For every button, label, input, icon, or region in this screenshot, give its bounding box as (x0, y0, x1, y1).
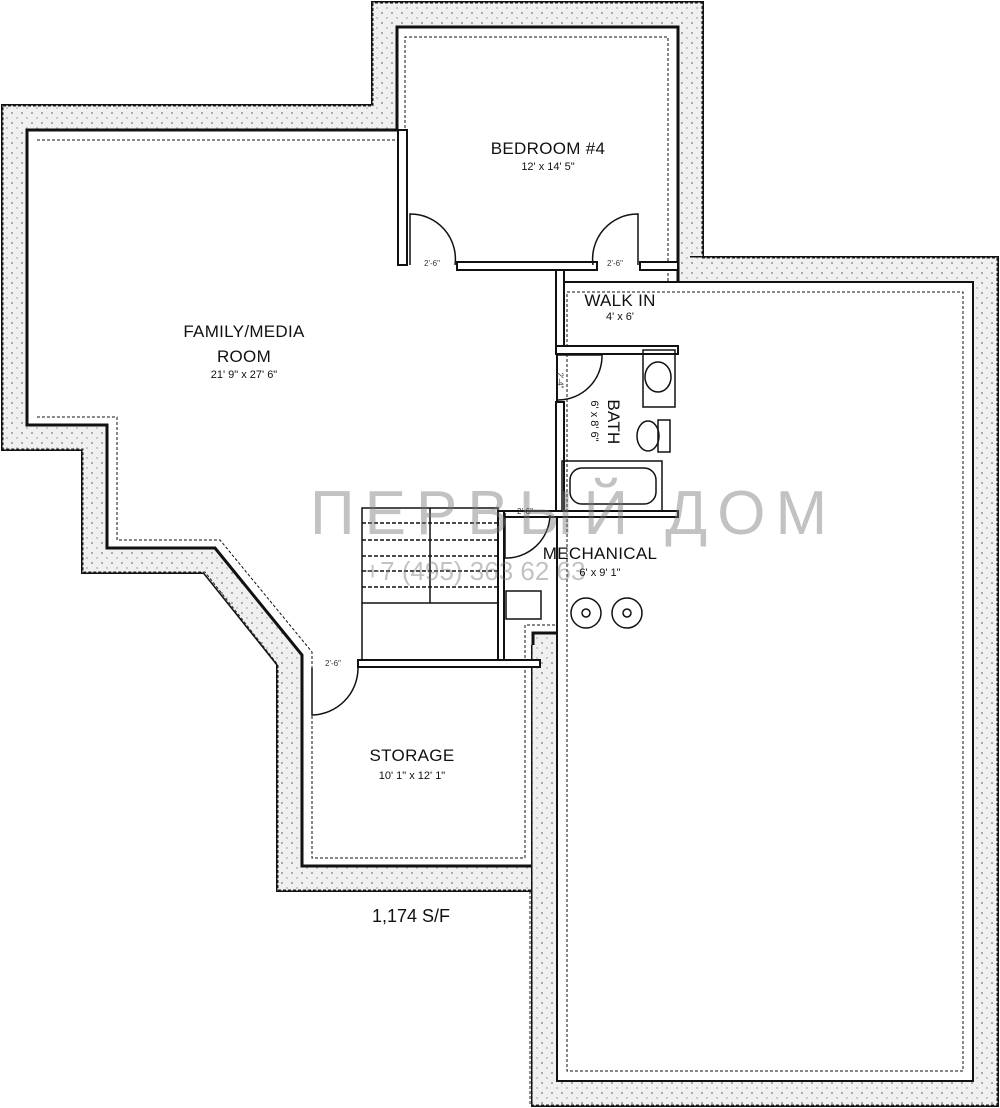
door-swings (311, 213, 639, 716)
sink-icon (644, 361, 672, 393)
room-size-bedroom: 12' x 14' 5" (521, 161, 575, 173)
furnace-icon (505, 590, 542, 620)
garage-foundation (529, 256, 999, 1107)
bathtub-icon (561, 460, 663, 512)
door-width-bath: 2'-4" (555, 372, 565, 389)
room-size-mechanical: 6' x 9' 1" (579, 567, 621, 579)
total-area: 1,174 S/F (371, 906, 451, 926)
door-width-walkin: 2'-6" (607, 259, 623, 268)
room-name-bedroom: BEDROOM #4 (490, 139, 606, 158)
room-name-walkin: WALK IN (584, 291, 656, 310)
mechanical-fixtures (505, 590, 643, 629)
room-size-bath: 6' x 8' 6" (588, 400, 600, 442)
door-width-storage: 2'-6" (325, 659, 341, 668)
room-name-bath: BATH (604, 399, 623, 445)
room-name-family: FAMILY/MEDIA (183, 322, 305, 341)
interior-walls (357, 129, 679, 668)
room-size-storage: 10' 1" x 12' 1" (378, 770, 446, 782)
door-width-mechanical: 2'-6" (517, 507, 533, 516)
room-name-storage: STORAGE (369, 746, 455, 765)
bath-fixtures (561, 349, 676, 512)
room-name-family-line2: ROOM (216, 347, 272, 366)
door-width-bedroom: 2'-6" (424, 259, 440, 268)
room-size-family: 21' 9" x 27' 6" (210, 369, 278, 381)
room-size-walkin: 4' x 6' (605, 311, 635, 323)
stairs (361, 507, 499, 661)
foundation-wall (1, 1, 704, 892)
watermark-logo: ПЕРВЫЙ ДОМ (310, 479, 838, 548)
water-heater-icon (570, 597, 602, 629)
room-name-mechanical: MECHANICAL (542, 544, 658, 563)
toilet-icon (636, 420, 660, 452)
watermark-phone: +7 (495) 363 62 63 (365, 556, 586, 586)
vanity-icon (642, 349, 676, 408)
water-heater-icon (611, 597, 643, 629)
